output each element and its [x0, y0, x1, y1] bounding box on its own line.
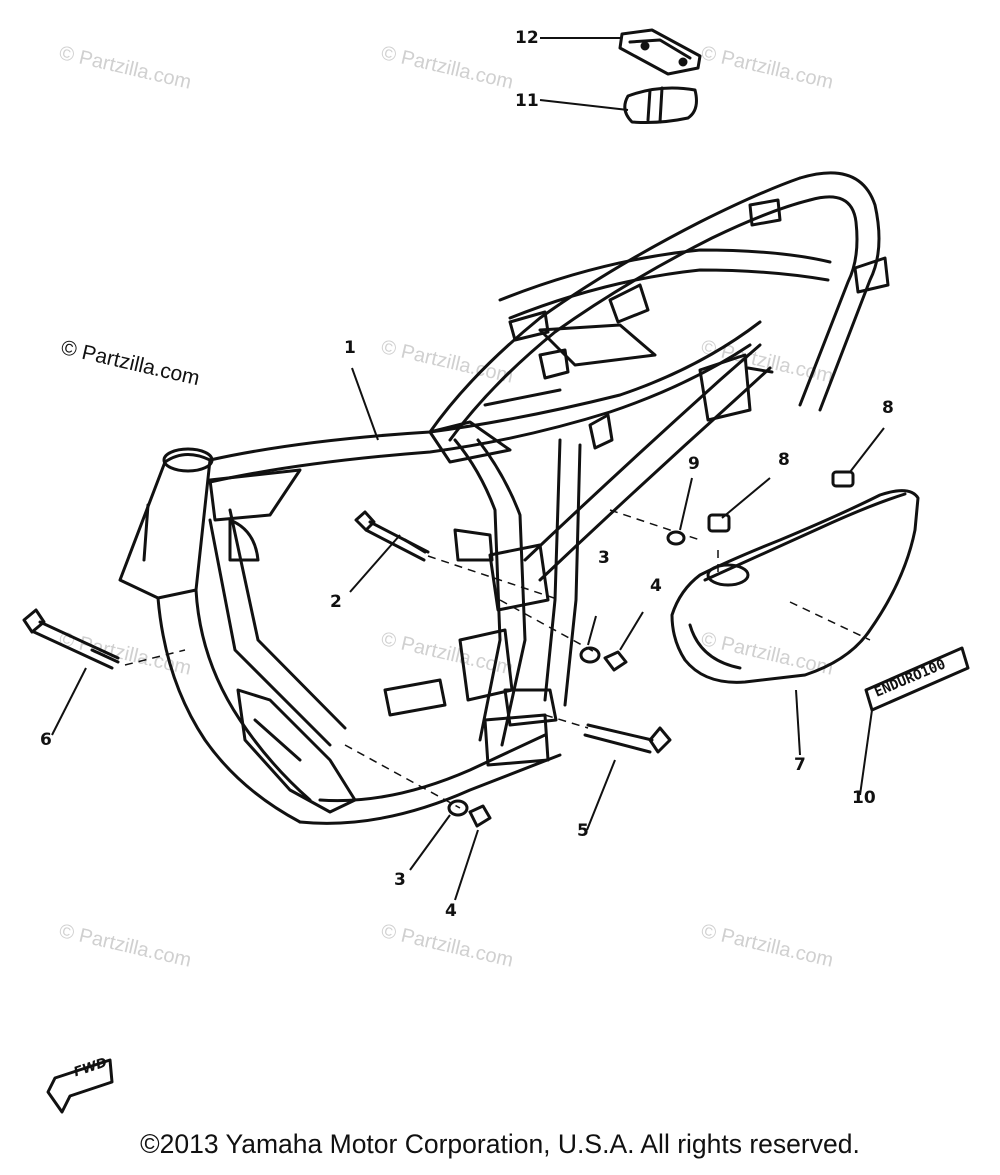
part-9-washer [666, 530, 686, 546]
part-5-bolt [583, 723, 672, 754]
part-2-bolt [354, 510, 430, 562]
part-11-cushion [623, 86, 698, 124]
assembly-guide-lines [124, 509, 871, 809]
fwd-arrow-outline [46, 1058, 114, 1114]
callout-4-upper: 4 [650, 576, 662, 596]
part-4-nut-upper [603, 650, 628, 672]
callout-5: 5 [577, 821, 589, 841]
part-3-washer-lower [447, 799, 469, 817]
callout-3-lower: 3 [394, 870, 406, 890]
part-7-side-cover [670, 489, 920, 684]
callout-3-upper: 3 [598, 548, 610, 568]
callout-1: 1 [344, 338, 356, 358]
leader-lines [51, 37, 885, 901]
callout-2: 2 [330, 592, 342, 612]
callout-11: 11 [515, 91, 539, 111]
callout-8-b: 8 [882, 398, 894, 418]
callout-8-a: 8 [778, 450, 790, 470]
callout-4-lower: 4 [445, 901, 457, 921]
callout-10: 10 [852, 788, 876, 808]
part-10-emblem [864, 646, 970, 712]
part-6-bolt [22, 608, 120, 670]
part-4-nut-lower [468, 804, 492, 828]
callout-9: 9 [688, 454, 700, 474]
frame-main-tubes [118, 171, 890, 825]
part-8-grommet-a [707, 513, 731, 533]
copyright-footer: ©2013 Yamaha Motor Corporation, U.S.A. A… [140, 1129, 860, 1159]
callout-12: 12 [515, 28, 539, 48]
part-8-grommet-b [831, 470, 855, 488]
part-12-bracket [618, 28, 702, 76]
callout-6: 6 [40, 730, 52, 750]
callout-7: 7 [794, 755, 806, 775]
